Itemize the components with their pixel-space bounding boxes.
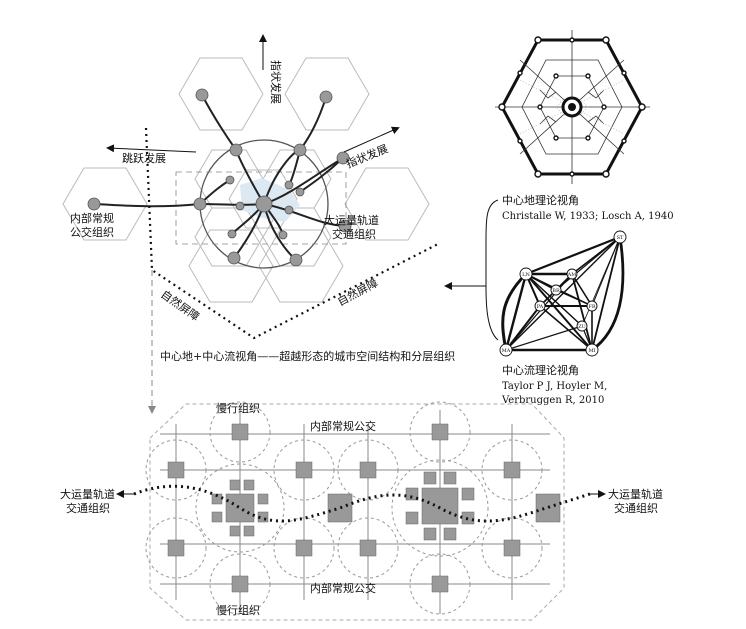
central-flow-diagram: ST LN AM BR PA FR ZU MA MI: [499, 230, 627, 357]
rail-top-label-2: 交通组织: [332, 227, 376, 241]
node-am: AM: [567, 272, 577, 278]
node-mi: MI: [588, 348, 595, 354]
central-place-refs: Christalle W, 1933; Losch A, 1940: [502, 211, 674, 222]
node-pa: PA: [537, 304, 544, 310]
inner-bus-top-label: 内部常规公交: [310, 419, 376, 433]
leap-label: 跳跃发展: [122, 151, 166, 165]
central-flow-refs-2: Verbruggen R, 2010: [501, 395, 604, 406]
central-flow-title: 中心流理论视角: [502, 363, 579, 377]
node-ln: LN: [522, 272, 530, 278]
central-flow-refs-1: Taylor P J, Hoyler M,: [502, 381, 607, 392]
layered-organization-diagram: [116, 401, 606, 621]
rail-left-label-2: 交通组织: [66, 501, 110, 515]
node-st: ST: [617, 235, 624, 241]
node-br: BR: [552, 288, 560, 294]
bracket: [444, 199, 499, 341]
morphology-diagram: 指状发展 指状发展 跳跃发展 内部常规 公交组织 大运量轨道 交通组织 自然屏障…: [62, 34, 439, 340]
central-place-title: 中心地理论视角: [502, 193, 579, 207]
slow-top-label: 慢行组织: [216, 401, 260, 415]
finger-right-label: 指状发展: [344, 141, 390, 170]
node-ma: MA: [502, 348, 511, 354]
slow-bottom-label: 慢行组织: [216, 603, 260, 617]
rail-top-label-1: 大运量轨道: [324, 213, 379, 227]
central-place-diagram: [495, 30, 650, 184]
rail-right-label-1: 大运量轨道: [608, 487, 663, 501]
inner-transit-label-2: 公交组织: [70, 225, 114, 239]
rail-left-label-1: 大运量轨道: [60, 487, 115, 501]
barrier-right-label: 自然屏障: [335, 276, 380, 309]
caption: 中心地+中心流视角——超越形态的城市空间结构和分层组织: [160, 349, 455, 363]
node-fr: FR: [588, 304, 595, 310]
node-zu: ZU: [578, 324, 586, 330]
inner-transit-label-1: 内部常规: [70, 211, 114, 225]
rail-right-label-2: 交通组织: [614, 501, 658, 515]
barrier-left-label: 自然屏障: [158, 287, 202, 324]
finger-up-label: 指状发展: [269, 60, 283, 104]
inner-bus-bottom-label: 内部常规公交: [310, 581, 376, 595]
